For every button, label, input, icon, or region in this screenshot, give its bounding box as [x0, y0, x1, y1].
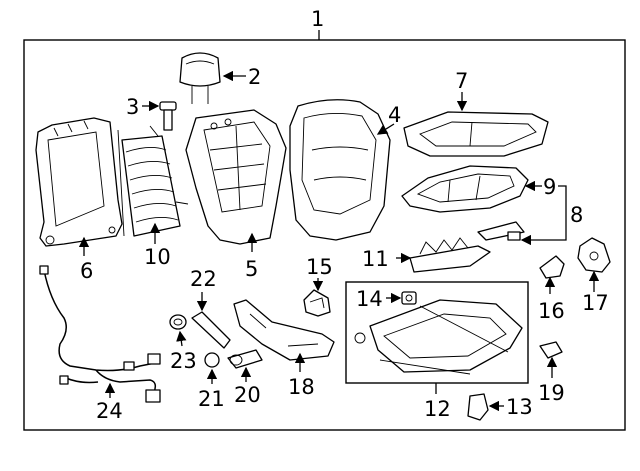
callout-11: 11 [362, 247, 389, 271]
recliner-handle-part [191, 311, 231, 349]
callout-15: 15 [306, 255, 333, 279]
wiring-harness-part [39, 265, 161, 403]
seat-adjuster-track-part [354, 299, 523, 375]
seat-cushion-cover-part [403, 111, 549, 157]
seat-back-frame-part [35, 117, 123, 247]
side-bracket-part [539, 255, 565, 279]
callout-12: 12 [424, 397, 451, 421]
callout-17: 17 [582, 291, 609, 315]
headrest-guide-part [159, 101, 177, 131]
side-shield-part [577, 237, 611, 273]
callout-1: 1 [311, 7, 324, 31]
callout-5: 5 [245, 257, 258, 281]
adjuster-motor-part [401, 291, 417, 305]
callout-22: 22 [190, 267, 217, 291]
seat-back-spring-mat-part [117, 125, 189, 237]
callout-21: 21 [198, 387, 225, 411]
outer-side-panel-part [233, 299, 335, 361]
adjuster-knob-part [539, 341, 563, 359]
latch-part [467, 393, 489, 421]
callout-18: 18 [288, 375, 315, 399]
callout-8-bracket [528, 185, 567, 241]
callout-16: 16 [538, 299, 565, 323]
callout-8: 8 [570, 203, 583, 227]
seat-back-pad-part [185, 109, 287, 245]
seat-cushion-pad-part [401, 165, 529, 213]
adjuster-group-box [345, 281, 529, 384]
callout-14: 14 [356, 287, 383, 311]
callout-3: 3 [126, 95, 139, 119]
callout-2: 2 [248, 65, 261, 89]
callout-6: 6 [80, 259, 93, 283]
adjust-lever-part [227, 349, 263, 369]
cushion-heater-element-part [477, 221, 525, 241]
diagram-frame [23, 39, 626, 431]
callout-10: 10 [144, 245, 171, 269]
callout-13: 13 [506, 395, 533, 419]
clip-part [303, 289, 331, 317]
callout-4: 4 [388, 103, 401, 127]
callout-9: 9 [543, 175, 556, 199]
cap-part [169, 314, 187, 330]
headrest-part [179, 52, 221, 104]
callout-23: 23 [170, 349, 197, 373]
callout-24: 24 [96, 399, 123, 423]
small-knob-part [204, 352, 220, 368]
cushion-wire-frame-part [409, 237, 491, 273]
seat-back-cover-part [289, 99, 391, 241]
callout-20: 20 [234, 383, 261, 407]
callout-7: 7 [455, 69, 468, 93]
callout-19: 19 [538, 381, 565, 405]
